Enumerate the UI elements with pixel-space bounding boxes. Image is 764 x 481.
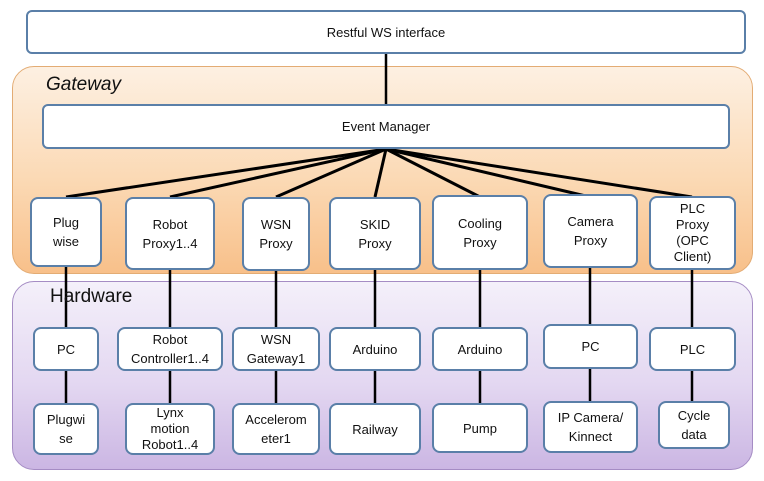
plugwise-proxy-box: Plug wise <box>30 197 102 267</box>
ip-camera-box: IP Camera/ Kinnect <box>543 401 638 453</box>
event-manager-box: Event Manager <box>42 104 730 149</box>
pump-box: Pump <box>432 403 528 453</box>
robot-proxy-box: Robot Proxy1..4 <box>125 197 215 270</box>
em-to-skid-proxy-line <box>373 148 388 198</box>
cycle-data-box: Cycle data <box>658 401 730 449</box>
em-to-wsn-proxy-line <box>275 147 387 199</box>
em-to-plugwise-proxy-line <box>65 147 387 199</box>
camera-proxy-box: Camera Proxy <box>543 194 638 268</box>
plc-box: PLC <box>649 327 736 371</box>
accelerometer-box: Accelerom eter1 <box>232 403 320 455</box>
em-to-robot-proxy-line <box>169 147 387 199</box>
plc-proxy-box: PLC Proxy (OPC Client) <box>649 196 736 270</box>
em-to-plc-proxy-line <box>385 147 693 199</box>
wsn-gateway-box: WSN Gateway1 <box>232 327 320 371</box>
arduino-cooling-box: Arduino <box>432 327 528 371</box>
skid-proxy-box: SKID Proxy <box>329 197 421 270</box>
arduino-skid-box: Arduino <box>329 327 421 371</box>
hardware-label: Hardware <box>50 286 133 307</box>
gateway-label: Gateway <box>46 74 121 95</box>
railway-box: Railway <box>329 403 421 455</box>
pc-box: PC <box>33 327 99 371</box>
lynxmotion-robot-box: Lynx motion Robot1..4 <box>125 403 215 455</box>
cooling-proxy-box: Cooling Proxy <box>432 195 528 270</box>
em-to-camera-proxy-line <box>385 147 591 199</box>
robot-controller-box: Robot Controller1..4 <box>117 327 223 371</box>
restful-ws-interface-box: Restful WS interface <box>26 10 746 54</box>
em-to-cooling-proxy-line <box>385 147 481 199</box>
wsn-proxy-box: WSN Proxy <box>242 197 310 271</box>
plugwise-device-box: Plugwi se <box>33 403 99 455</box>
pc-camera-box: PC <box>543 324 638 369</box>
